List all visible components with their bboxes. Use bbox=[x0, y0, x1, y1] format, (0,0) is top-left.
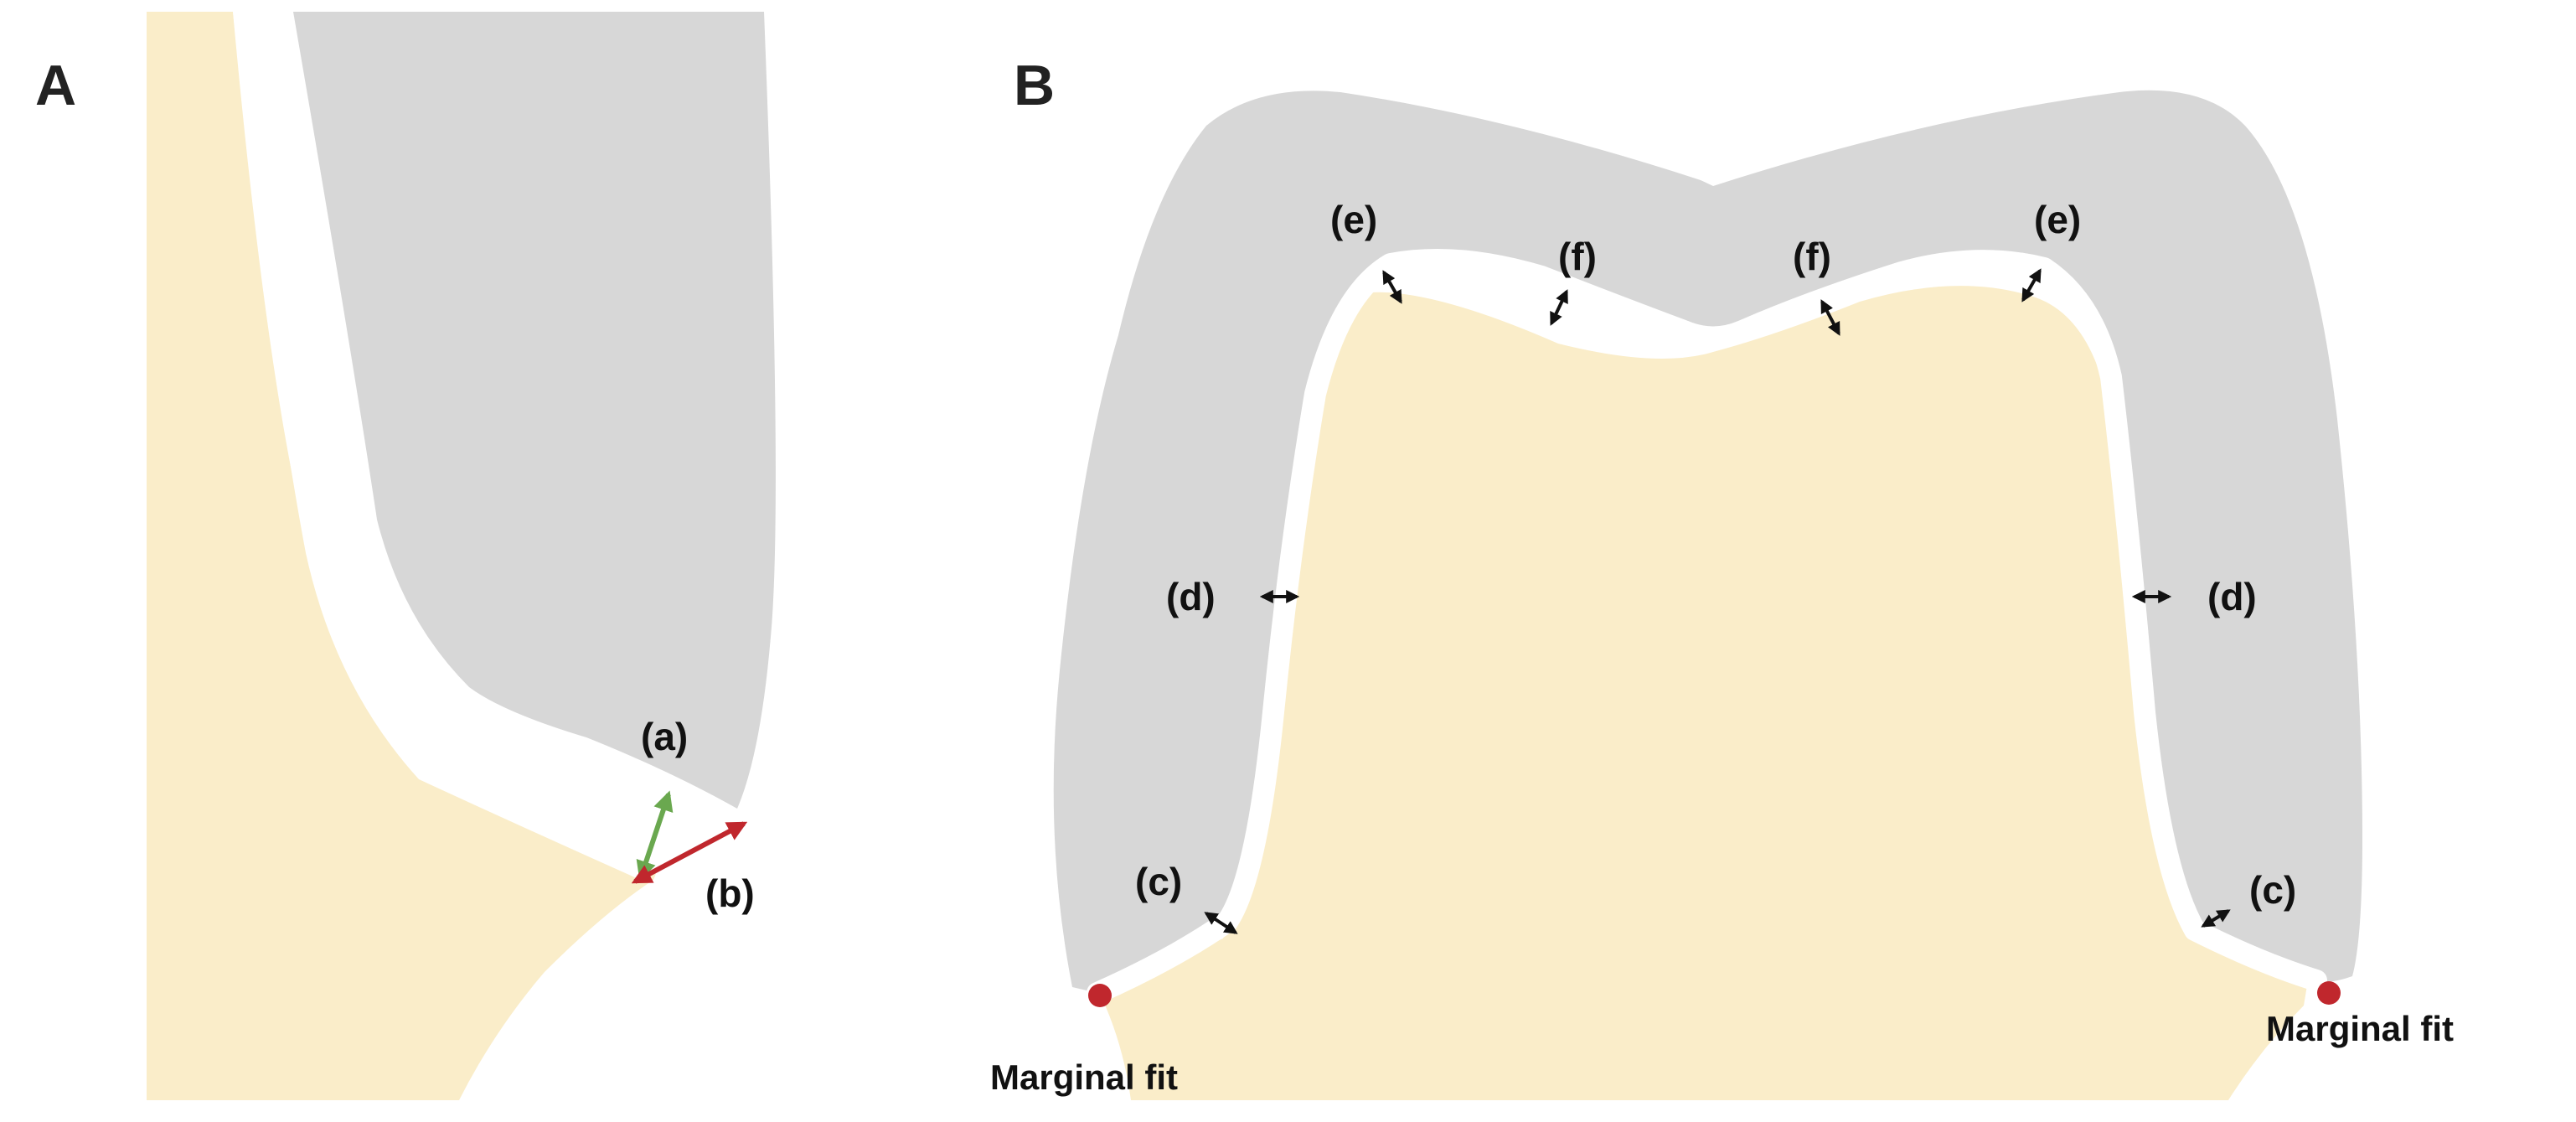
marginal-fit-marker-right bbox=[2317, 981, 2341, 1005]
arrow-f-right bbox=[1820, 299, 1840, 336]
panel-a-letter: A bbox=[35, 54, 76, 117]
label-d-left: (d) bbox=[1166, 575, 1216, 618]
label-e-left: (e) bbox=[1330, 198, 1377, 241]
marginal-fit-label-left: Marginal fit bbox=[990, 1057, 1178, 1097]
arrow-c-left bbox=[1204, 912, 1238, 934]
marginal-fit-label-right: Marginal fit bbox=[2266, 1009, 2454, 1048]
label-d-right: (d) bbox=[2207, 575, 2257, 618]
panel-b: B (c) (c) (d) (d) (e) (e) (f) (f) Margin… bbox=[990, 54, 2454, 1101]
arrow-f-left bbox=[1550, 289, 1568, 326]
label-a: (a) bbox=[641, 715, 688, 758]
arrow-e-left bbox=[1382, 270, 1402, 304]
panel-a: A (a) (b) bbox=[35, 12, 776, 1100]
label-c-right: (c) bbox=[2249, 868, 2296, 912]
arrow-b bbox=[631, 821, 748, 884]
label-c-left: (c) bbox=[1135, 860, 1182, 903]
marginal-fit-marker-left bbox=[1088, 984, 1112, 1007]
arrow-e-right bbox=[2021, 268, 2042, 302]
cement-gap-a bbox=[233, 12, 746, 878]
label-e-right: (e) bbox=[2034, 198, 2081, 241]
tooth-structure-b bbox=[1097, 286, 2308, 1101]
panel-b-letter: B bbox=[1014, 54, 1055, 117]
label-b: (b) bbox=[705, 871, 755, 915]
cement-gap-b bbox=[1087, 249, 2327, 1004]
crown-a bbox=[293, 12, 776, 809]
arrow-c-right bbox=[2201, 909, 2231, 928]
label-f-right: (f) bbox=[1793, 235, 1831, 278]
crown-b bbox=[1053, 90, 2362, 993]
label-f-left: (f) bbox=[1558, 235, 1597, 278]
